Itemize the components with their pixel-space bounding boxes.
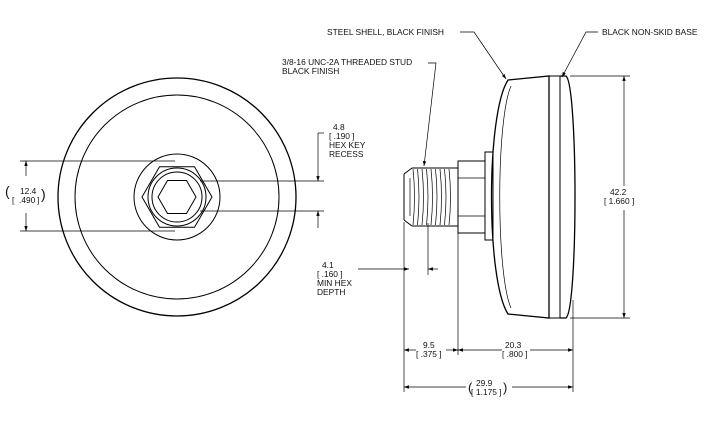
overall-dimension: ( 29.9 [ 1.175 ] ) [404,378,573,397]
min-hex-callout: 4.1 [ .160 ] MIN HEX DEPTH [317,223,438,297]
hex-recess-dimension: 4.8 [ .190 ] HEX KEY RECESS [200,122,366,228]
min-hex-in: [ .160 ] [317,269,343,279]
overall-in: 1.175 [476,387,497,397]
svg-text:): ) [503,380,507,395]
diameter-mm: 42.2 [610,187,627,197]
hex-width-paren-right: ) [41,186,46,202]
svg-text:]: ] [499,387,501,397]
overall-mm: 29.9 [476,378,493,388]
min-hex-label2: DEPTH [317,287,345,297]
hex-recess-label2: RECESS [329,149,364,159]
washer-circle [147,167,207,227]
diameter-dimension: 42.2 [ 1.660 ] [570,75,634,319]
steel-shell-callout: STEEL SHELL, BLACK FINISH [327,27,507,80]
threaded-stud [403,167,459,227]
hex-shoulder [457,160,486,234]
svg-text:(: ( [468,380,473,395]
front-view [57,77,297,317]
stud-boss-circle [133,153,221,241]
non-skid-base [560,75,576,319]
body-height-mm: 20.3 [505,340,522,350]
hex-width-dimension: ( 12.4 [ .490 ] ) [5,160,175,232]
hex-key-recess [157,180,197,214]
steel-shell [490,75,550,319]
thread-lines [412,168,451,226]
svg-text:[: [ [12,195,15,205]
body-height-dimension: 20.3 [ .800 ] [458,340,573,359]
svg-text:[: [ [471,387,474,397]
hex-recess-in: [ .190 ] [329,131,355,141]
hex-width-mm: 12.4 [20,186,37,196]
min-hex-label1: MIN HEX [317,278,352,288]
steel-shell-label: STEEL SHELL, BLACK FINISH [327,27,444,37]
inner-rim-circle [74,94,280,300]
diameter-in: [ 1.660 ] [604,196,634,206]
hex-nut [141,166,213,228]
side-view [403,75,576,319]
washer [484,151,494,241]
outer-rim-circle [57,77,297,317]
stud-callout: 3/8-16 UNC-2A THREADED STUD BLACK FINISH [282,57,437,167]
hex-width-paren-left: ( [5,183,10,199]
hex-recess-mm: 4.8 [333,122,345,132]
base-callout: BLACK NON-SKID BASE [561,27,698,78]
stud-thread-circle [151,171,203,223]
stud-length-dimension: 9.5 [ .375 ] [404,340,458,359]
min-hex-mm: 4.1 [322,260,334,270]
base-label: BLACK NON-SKID BASE [602,27,698,37]
body-height-in: [ .800 ] [502,349,528,359]
base-band [548,75,561,319]
stud-length-in: [ .375 ] [416,349,442,359]
stud-label-line2: BLACK FINISH [282,66,339,76]
hex-recess-label1: HEX KEY [329,140,366,150]
shell-highlight [499,85,512,309]
stud-length-mm: 9.5 [423,340,435,350]
stud-label-line1: 3/8-16 UNC-2A THREADED STUD [282,57,412,67]
svg-text:]: ] [37,195,39,205]
hex-width-in: .490 [19,195,36,205]
